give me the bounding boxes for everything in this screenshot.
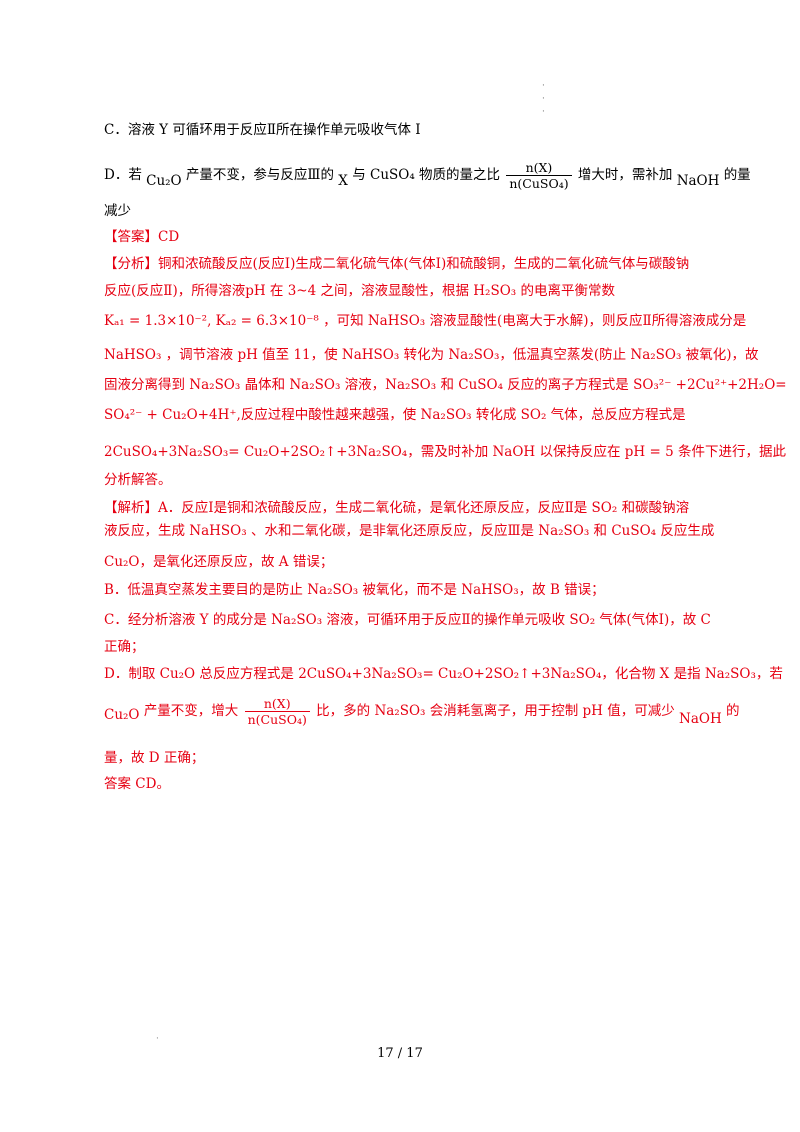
ratio-fraction: n(X) n(CuSO₄) [506, 160, 572, 191]
analysis-line: 分析解答。 [104, 472, 172, 488]
option-c: C．溶液 Y 可循环用于反应Ⅱ所在操作单元吸收气体 I [104, 122, 421, 138]
ratio-fraction: n(X) n(CuSO₄) [244, 696, 310, 727]
margin-mark: · [156, 1034, 159, 1044]
analysis-line: 【分析】铜和浓硫酸反应(反应Ⅰ)生成二氧化硫气体(气体Ⅰ)和硫酸铜，生成的二氧化… [104, 256, 690, 272]
analysis-line: 固液分离得到 Na₂SO₃ 晶体和 Na₂SO₃ 溶液，Na₂SO₃ 和 CuS… [104, 377, 787, 393]
solution-line: 液反应，生成 NaHSO₃ 、水和二氧化碳，是非氧化还原反应，反应Ⅲ是 Na₂S… [104, 523, 715, 539]
margin-dots: ··· [542, 81, 545, 117]
answer-line: 【答案】CD [104, 229, 180, 245]
solution-d-line: Cu₂O 产量不变，增大 n(X) n(CuSO₄) 比，多的 Na₂SO₃ 会… [104, 696, 740, 727]
solution-line: B．低温真空蒸发主要目的是防止 Na₂SO₃ 被氧化，而不是 NaHSO₃，故 … [104, 582, 605, 598]
analysis-line: 反应(反应Ⅱ)，所得溶液pH 在 3~4 之间，溶液显酸性，根据 H₂SO₃ 的… [104, 283, 615, 299]
solution-line: 正确； [104, 639, 145, 655]
page-number: 17 / 17 [377, 1046, 423, 1061]
analysis-line: 2CuSO₄+3Na₂SO₃= Cu₂O+2SO₂↑+3Na₂SO₄，需及时补加… [104, 444, 786, 460]
option-d-continued: 减少 [104, 203, 131, 219]
solution-line: Cu₂O，是氧化还原反应，故 A 错误； [104, 554, 334, 570]
solution-line: 量，故 D 正确； [104, 750, 205, 766]
analysis-line: NaHSO₃ ，调节溶液 pH 值至 11，使 NaHSO₃ 转化为 Na₂SO… [104, 347, 759, 363]
option-d: D．若 Cu₂O 产量不变，参与反应Ⅲ的 X 与 CuSO₄ 物质的量之比 n(… [104, 160, 751, 191]
analysis-line: SO₄²⁻ + Cu₂O+4H⁺,反应过程中酸性越来越强，使 Na₂SO₃ 转化… [104, 407, 686, 423]
solution-line: 【解析】A．反应Ⅰ是铜和浓硫酸反应，生成二氧化硫，是氧化还原反应，反应Ⅱ是 SO… [104, 500, 690, 516]
analysis-line: Kₐ₁ = 1.3×10⁻², Kₐ₂ = 6.3×10⁻⁸ ，可知 NaHSO… [104, 313, 747, 329]
solution-line: D．制取 Cu₂O 总反应方程式是 2CuSO₄+3Na₂SO₃= Cu₂O+2… [104, 666, 783, 682]
solution-line: C．经分析溶液 Y 的成分是 Na₂SO₃ 溶液，可循环用于反应Ⅱ的操作单元吸收… [104, 612, 711, 628]
solution-line: 答案 CD。 [104, 776, 170, 792]
